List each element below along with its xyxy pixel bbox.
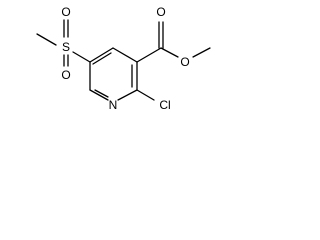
bond-c6-n-inner xyxy=(94,89,109,98)
bond-carbonyl-ester-o xyxy=(160,47,179,58)
molecule-structure-diagram: S O O O O N Cl xyxy=(36,5,211,112)
bond-c6-n xyxy=(89,89,109,101)
atom-label-sulfonyl-oxygen-top: O xyxy=(61,5,70,19)
methyl-ester-group xyxy=(136,21,211,63)
bond-ester-o-methyl xyxy=(192,47,211,58)
atom-label-sulfonyl-oxygen-bottom: O xyxy=(61,68,70,82)
atom-label-sulfur: S xyxy=(62,40,70,54)
bond-s-methyl xyxy=(36,33,57,46)
atom-label-carbonyl-oxygen: O xyxy=(156,5,165,19)
bond-c4-c5 xyxy=(89,47,114,63)
methylsulfonyl-group xyxy=(36,19,91,67)
atom-label-chlorine: Cl xyxy=(159,98,170,112)
bond-c5-s xyxy=(72,51,91,63)
bond-c3-carbonyl xyxy=(136,47,162,63)
pyridine-ring xyxy=(89,47,138,101)
bond-c4-c5-inner xyxy=(92,52,112,65)
atom-label-ring-nitrogen: N xyxy=(109,98,118,112)
bond-c3-c4 xyxy=(112,47,138,63)
bond-n-c2 xyxy=(117,89,138,101)
bond-c2-cl xyxy=(136,89,155,101)
atom-label-ester-oxygen: O xyxy=(180,55,189,69)
